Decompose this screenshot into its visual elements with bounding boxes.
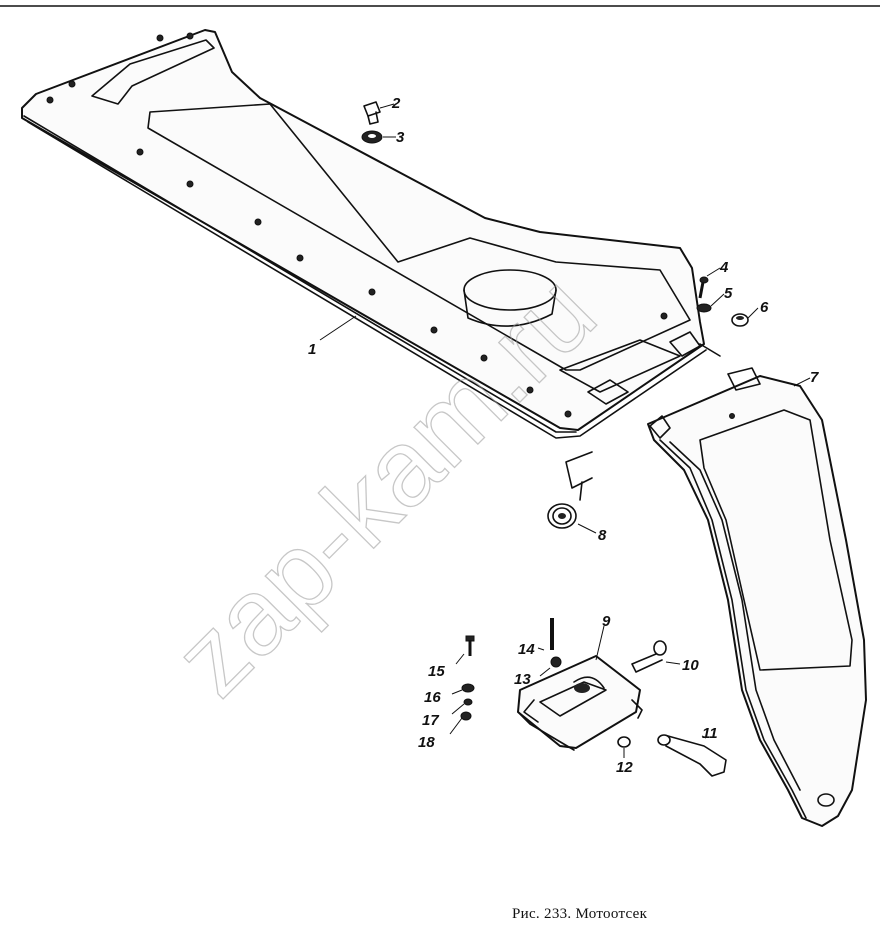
callout-11: 11 [702, 725, 718, 742]
part-10-pin [631, 640, 667, 673]
part-6-nut [731, 313, 749, 327]
part-1-floor-panel [21, 29, 721, 439]
part-3-washer [361, 130, 383, 144]
part-9-bracket [517, 655, 643, 751]
part-15-bolt [465, 635, 475, 656]
callout-14: 14 [518, 641, 535, 658]
callout-9: 9 [602, 613, 611, 630]
callout-6: 6 [760, 299, 769, 316]
callout-10: 10 [682, 657, 699, 674]
callout-15: 15 [428, 663, 445, 680]
part-1-holes [46, 32, 668, 418]
part-17-lock-washer [463, 698, 473, 706]
callout-3: 3 [396, 129, 405, 146]
callout-18: 18 [418, 734, 435, 751]
part-5-washer [696, 303, 712, 313]
callout-12: 12 [616, 759, 633, 776]
figure-caption: Рис. 233. Мотоотсек [512, 906, 648, 922]
callout-2: 2 [391, 95, 401, 112]
part-8-spring [547, 451, 593, 529]
part-18-nut [460, 711, 472, 721]
part-7-curved-cover [647, 367, 867, 827]
part-13-nut [550, 656, 562, 668]
part-11-lever [657, 734, 727, 777]
part-16-washer [461, 683, 475, 693]
part-12-nut [617, 736, 631, 748]
callout-7: 7 [810, 369, 819, 386]
callout-labels: 1 2 3 4 5 6 7 8 9 10 11 12 13 14 15 16 1… [308, 95, 819, 776]
callout-8: 8 [598, 527, 607, 544]
callout-13: 13 [514, 671, 531, 688]
callout-16: 16 [424, 689, 441, 706]
part-4-screw [698, 276, 709, 299]
callout-5: 5 [724, 285, 733, 302]
callout-1: 1 [308, 341, 316, 358]
leader-lines [319, 103, 811, 758]
callout-4: 4 [719, 259, 729, 276]
part-2-bolt [363, 101, 381, 125]
callout-17: 17 [422, 712, 439, 729]
